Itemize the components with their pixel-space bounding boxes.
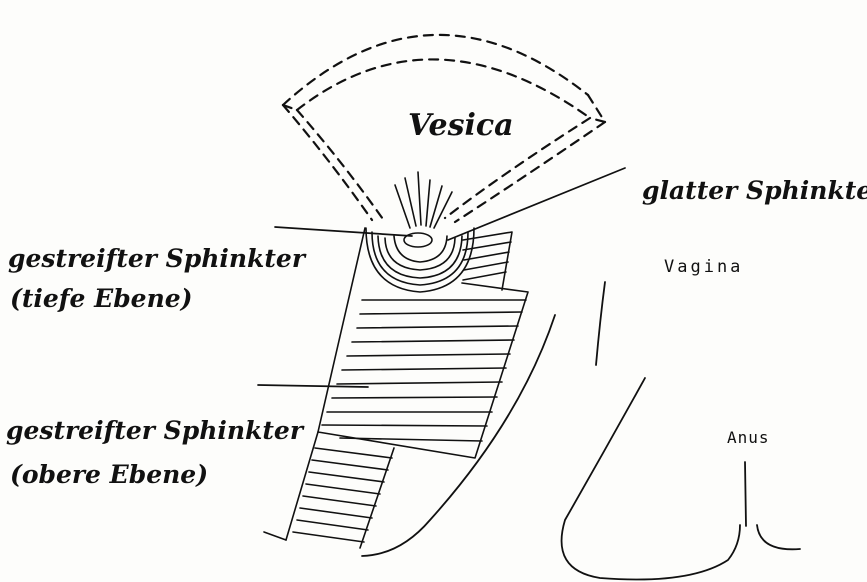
label-gestreifter-sphinkter-tiefe: gestreifter Sphinkter xyxy=(8,244,305,273)
smooth-sphincter-rings xyxy=(366,228,474,292)
anus-outline xyxy=(745,462,800,549)
label-anus: Anus xyxy=(727,428,770,447)
bladder-neck-lines xyxy=(395,172,452,228)
urethra-tube xyxy=(264,432,394,548)
deep-striated-block xyxy=(463,232,512,290)
label-vesica: Vesica xyxy=(408,108,514,143)
label-tiefe-ebene: (tiefe Ebene) xyxy=(10,284,193,313)
label-obere-ebene: (obere Ebene) xyxy=(10,460,208,489)
label-vagina: Vagina xyxy=(664,257,743,277)
label-glatter-sphinkter: glatter Sphinkter xyxy=(642,176,867,205)
label-gestreifter-sphinkter-obere: gestreifter Sphinkter xyxy=(6,416,303,445)
upper-striated-block xyxy=(318,228,528,458)
